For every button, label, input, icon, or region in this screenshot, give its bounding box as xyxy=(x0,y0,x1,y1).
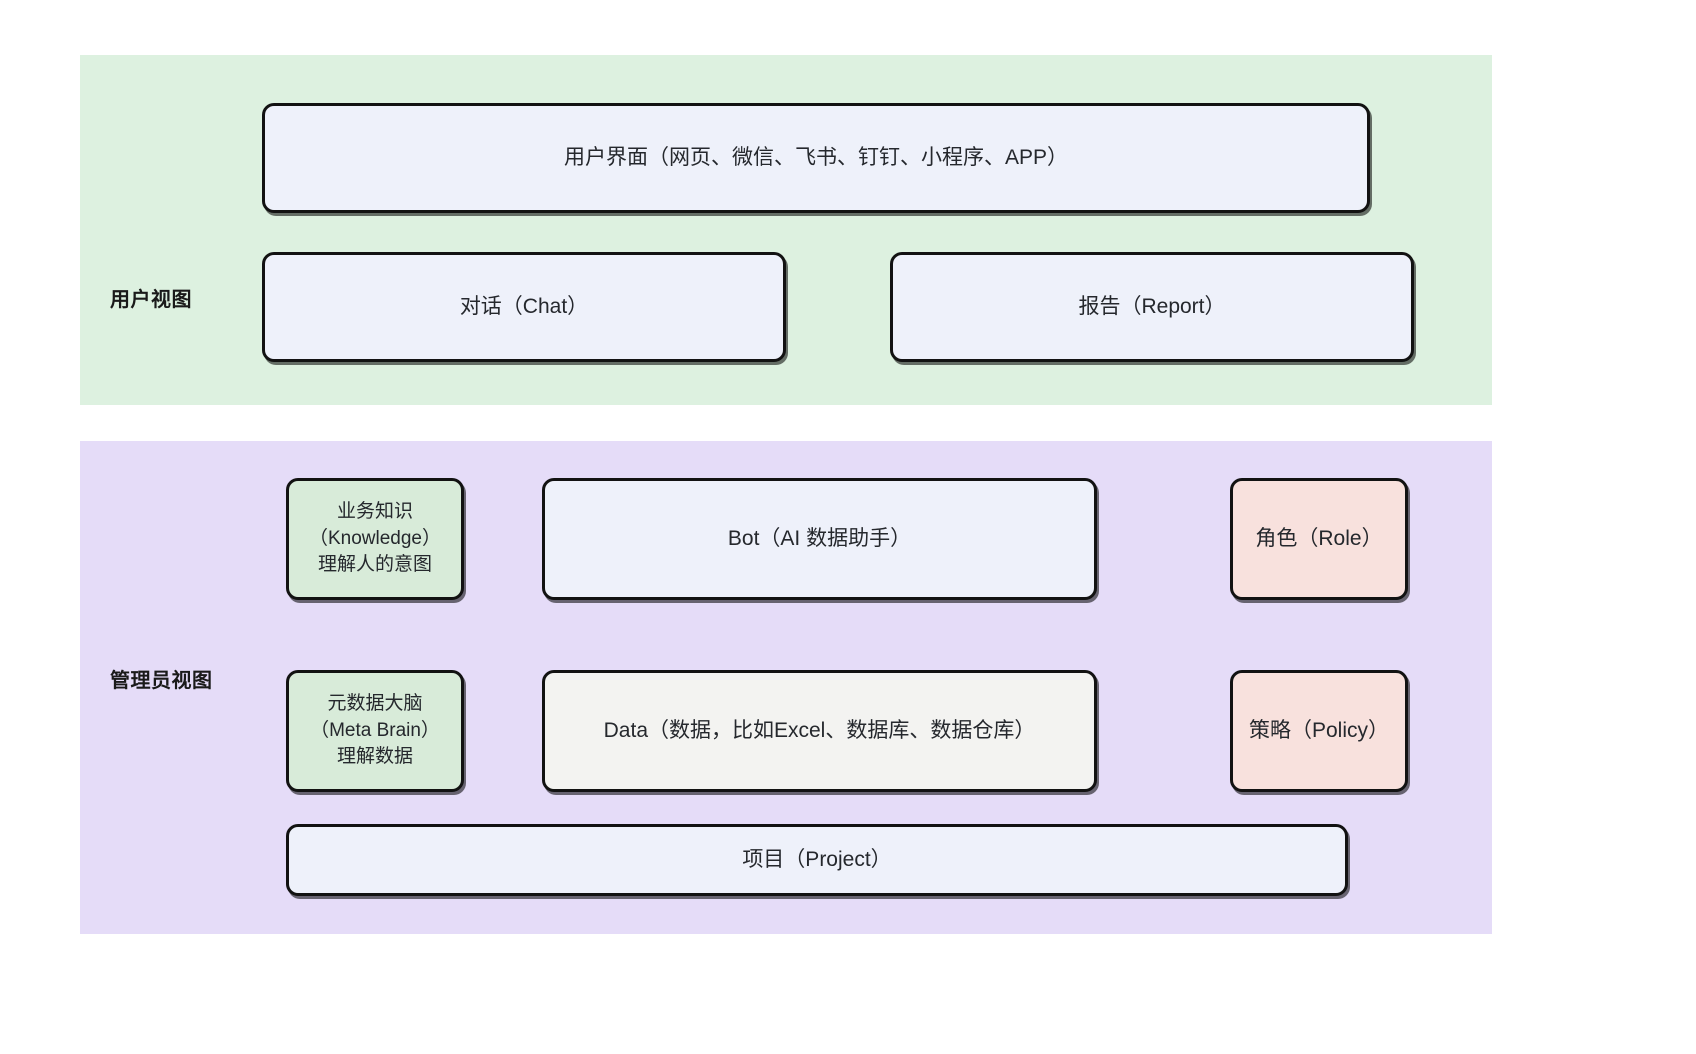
node-data[interactable]: Data（数据，比如Excel、数据库、数据仓库） xyxy=(542,670,1097,792)
node-report-line-1: 报告（Report） xyxy=(1078,295,1226,319)
panel-admin-view: 管理员视图 业务知识 （Knowledge） 理解人的意图 Bot（AI 数据助… xyxy=(80,441,1492,934)
node-meta-brain[interactable]: 元数据大脑 （Meta Brain） 理解数据 xyxy=(286,670,464,792)
node-data-line-1: Data（数据，比如Excel、数据库、数据仓库） xyxy=(603,719,1036,743)
node-bot[interactable]: Bot（AI 数据助手） xyxy=(542,478,1097,600)
node-chat[interactable]: 对话（Chat） xyxy=(262,252,786,362)
node-knowledge-line-1: 业务知识 xyxy=(336,500,413,522)
node-meta-brain-line-2: （Meta Brain） xyxy=(310,719,440,741)
node-user-interface-line-1: 用户界面（网页、微信、飞书、钉钉、小程序、APP） xyxy=(563,146,1069,170)
node-chat-line-1: 对话（Chat） xyxy=(459,295,589,319)
node-knowledge[interactable]: 业务知识 （Knowledge） 理解人的意图 xyxy=(286,478,464,600)
node-meta-brain-line-1: 元数据大脑 xyxy=(327,692,423,714)
node-knowledge-line-2: （Knowledge） xyxy=(308,527,442,549)
node-user-interface[interactable]: 用户界面（网页、微信、飞书、钉钉、小程序、APP） xyxy=(262,103,1370,213)
node-project-line-1: 项目（Project） xyxy=(742,848,892,872)
node-policy[interactable]: 策略（Policy） xyxy=(1230,670,1408,792)
node-meta-brain-line-3: 理解数据 xyxy=(336,746,413,768)
node-policy-line-1: 策略（Policy） xyxy=(1248,719,1390,743)
node-project[interactable]: 项目（Project） xyxy=(286,824,1348,896)
node-knowledge-line-3: 理解人的意图 xyxy=(317,554,432,576)
panel-admin-view-label: 管理员视图 xyxy=(110,670,213,692)
panel-user-view-label: 用户视图 xyxy=(110,289,192,311)
panel-user-view: 用户视图 用户界面（网页、微信、飞书、钉钉、小程序、APP） 对话（Chat） … xyxy=(80,55,1492,405)
node-role-line-1: 角色（Role） xyxy=(1255,527,1383,551)
node-report[interactable]: 报告（Report） xyxy=(890,252,1414,362)
node-bot-line-1: Bot（AI 数据助手） xyxy=(727,527,912,551)
node-role[interactable]: 角色（Role） xyxy=(1230,478,1408,600)
